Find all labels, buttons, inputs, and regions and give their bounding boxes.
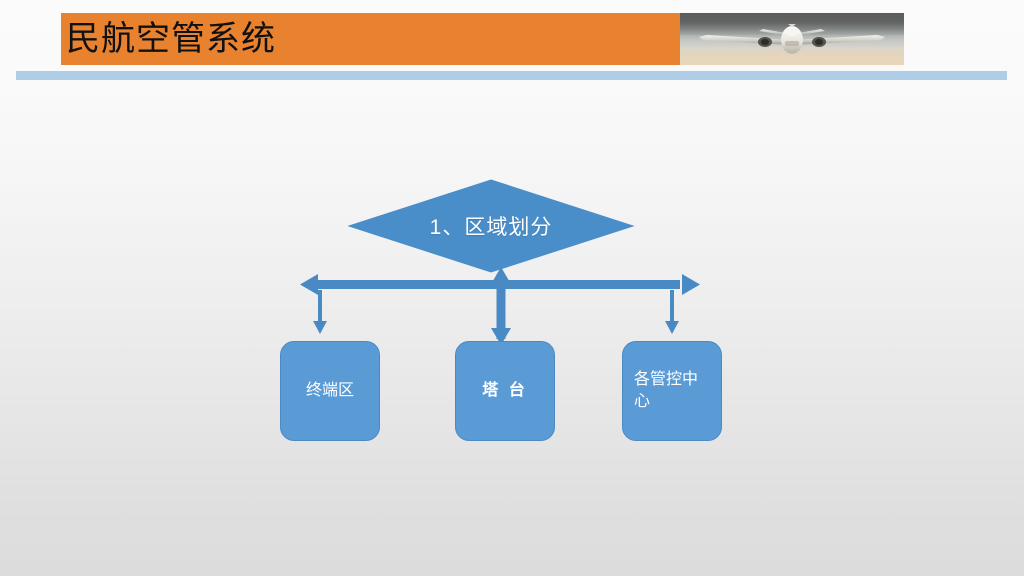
- center-vertical-connector: [491, 267, 511, 345]
- photo-sky: [680, 13, 904, 35]
- page-title: 民航空管系统: [66, 20, 276, 58]
- airplane-icon: [699, 24, 885, 55]
- diamond-shape: [347, 179, 635, 273]
- title-band: [61, 13, 680, 65]
- horizontal-bus-connector: [300, 274, 700, 295]
- node-terminal-label: 终端区: [305, 382, 354, 400]
- node-terminal[interactable]: 终端区: [280, 341, 380, 441]
- node-centers[interactable]: 各管控中心: [622, 341, 722, 441]
- right-branch-connector: [665, 290, 679, 334]
- diamond-node[interactable]: 1、区域划分: [349, 180, 633, 272]
- photo-haze: [680, 47, 904, 65]
- airplane-photo: [680, 13, 904, 65]
- node-tower-label: 塔 台: [482, 382, 528, 400]
- diamond-node-label: 1、区域划分: [429, 216, 553, 239]
- header-divider: [16, 71, 1007, 80]
- node-tower[interactable]: 塔 台: [455, 341, 555, 441]
- left-branch-connector: [313, 290, 327, 334]
- node-centers-label: 各管控中心: [634, 371, 699, 410]
